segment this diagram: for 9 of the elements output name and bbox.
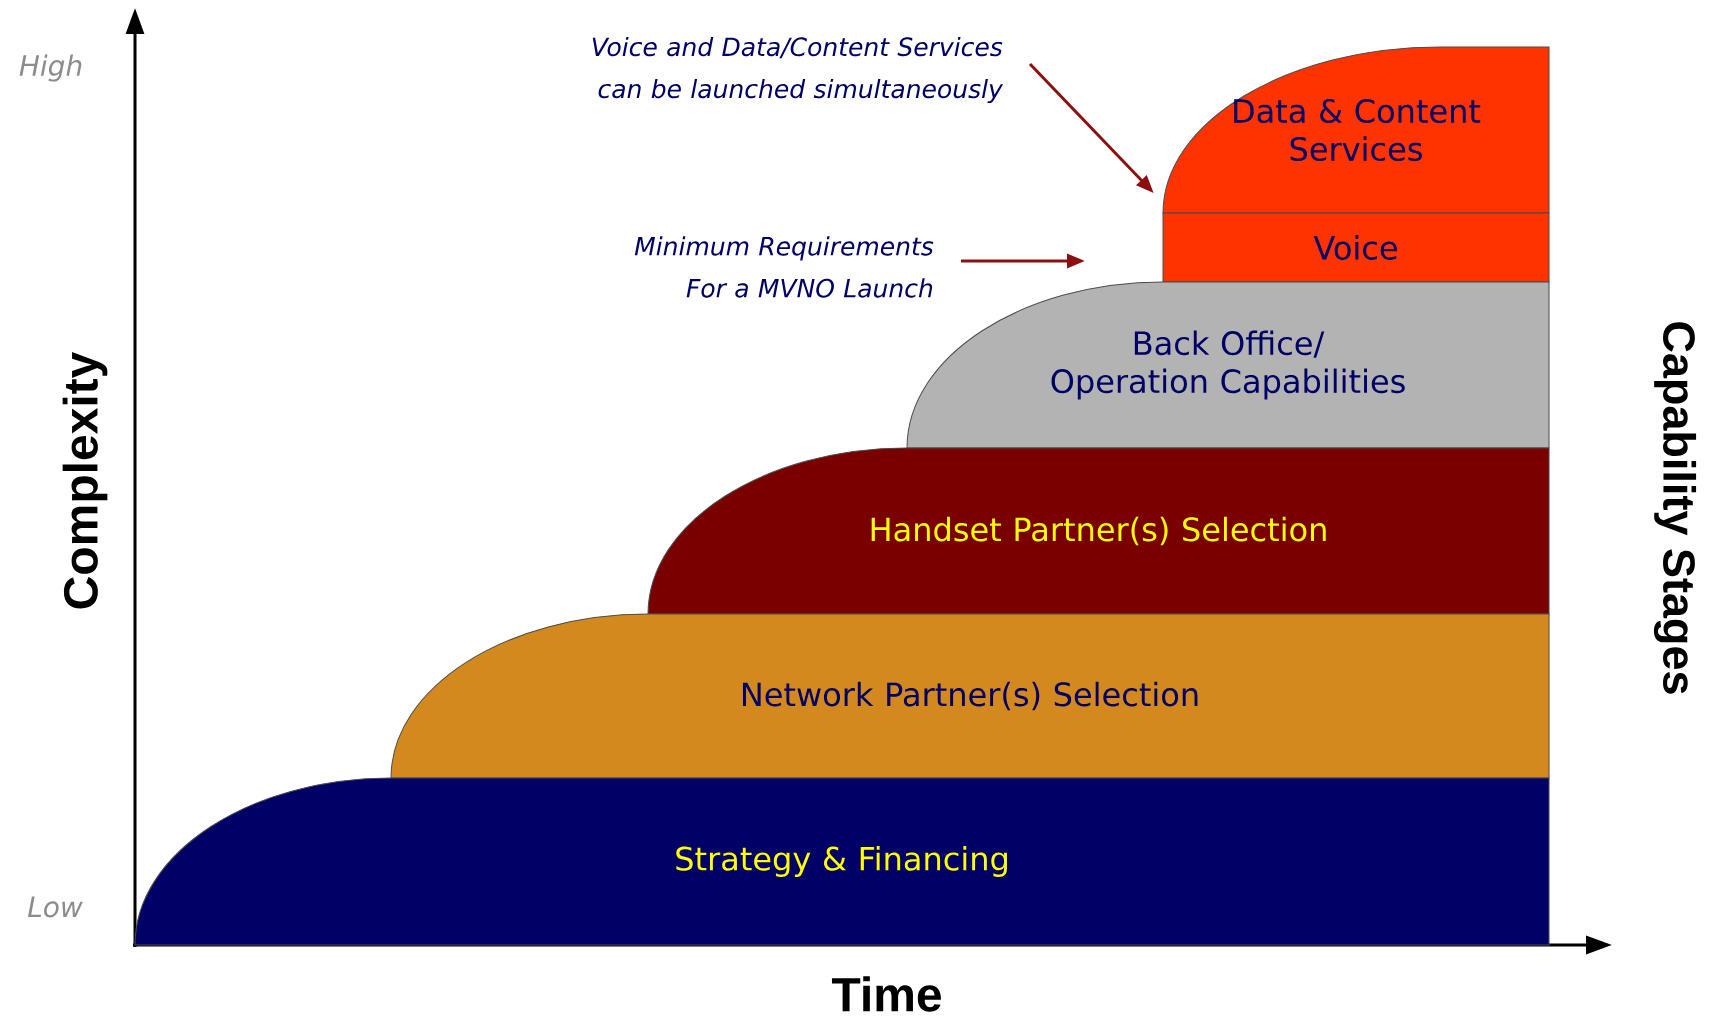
- axis-label: High: [19, 54, 82, 82]
- stage-band: Handset Partner(s) Selection: [647, 447, 1550, 615]
- axis-label: Low: [27, 896, 83, 918]
- stage-band: Network Partner(s) Selection: [390, 613, 1550, 779]
- axis-title: Complexity: [62, 351, 108, 609]
- stage-band: Voice: [1162, 212, 1550, 283]
- side-title: Capability Stages: [1653, 322, 1697, 694]
- stage-band: Strategy & Financing: [134, 777, 1550, 946]
- annotation-text: Voice and Data/Content Services can be launched simultaneously: [592, 36, 1004, 104]
